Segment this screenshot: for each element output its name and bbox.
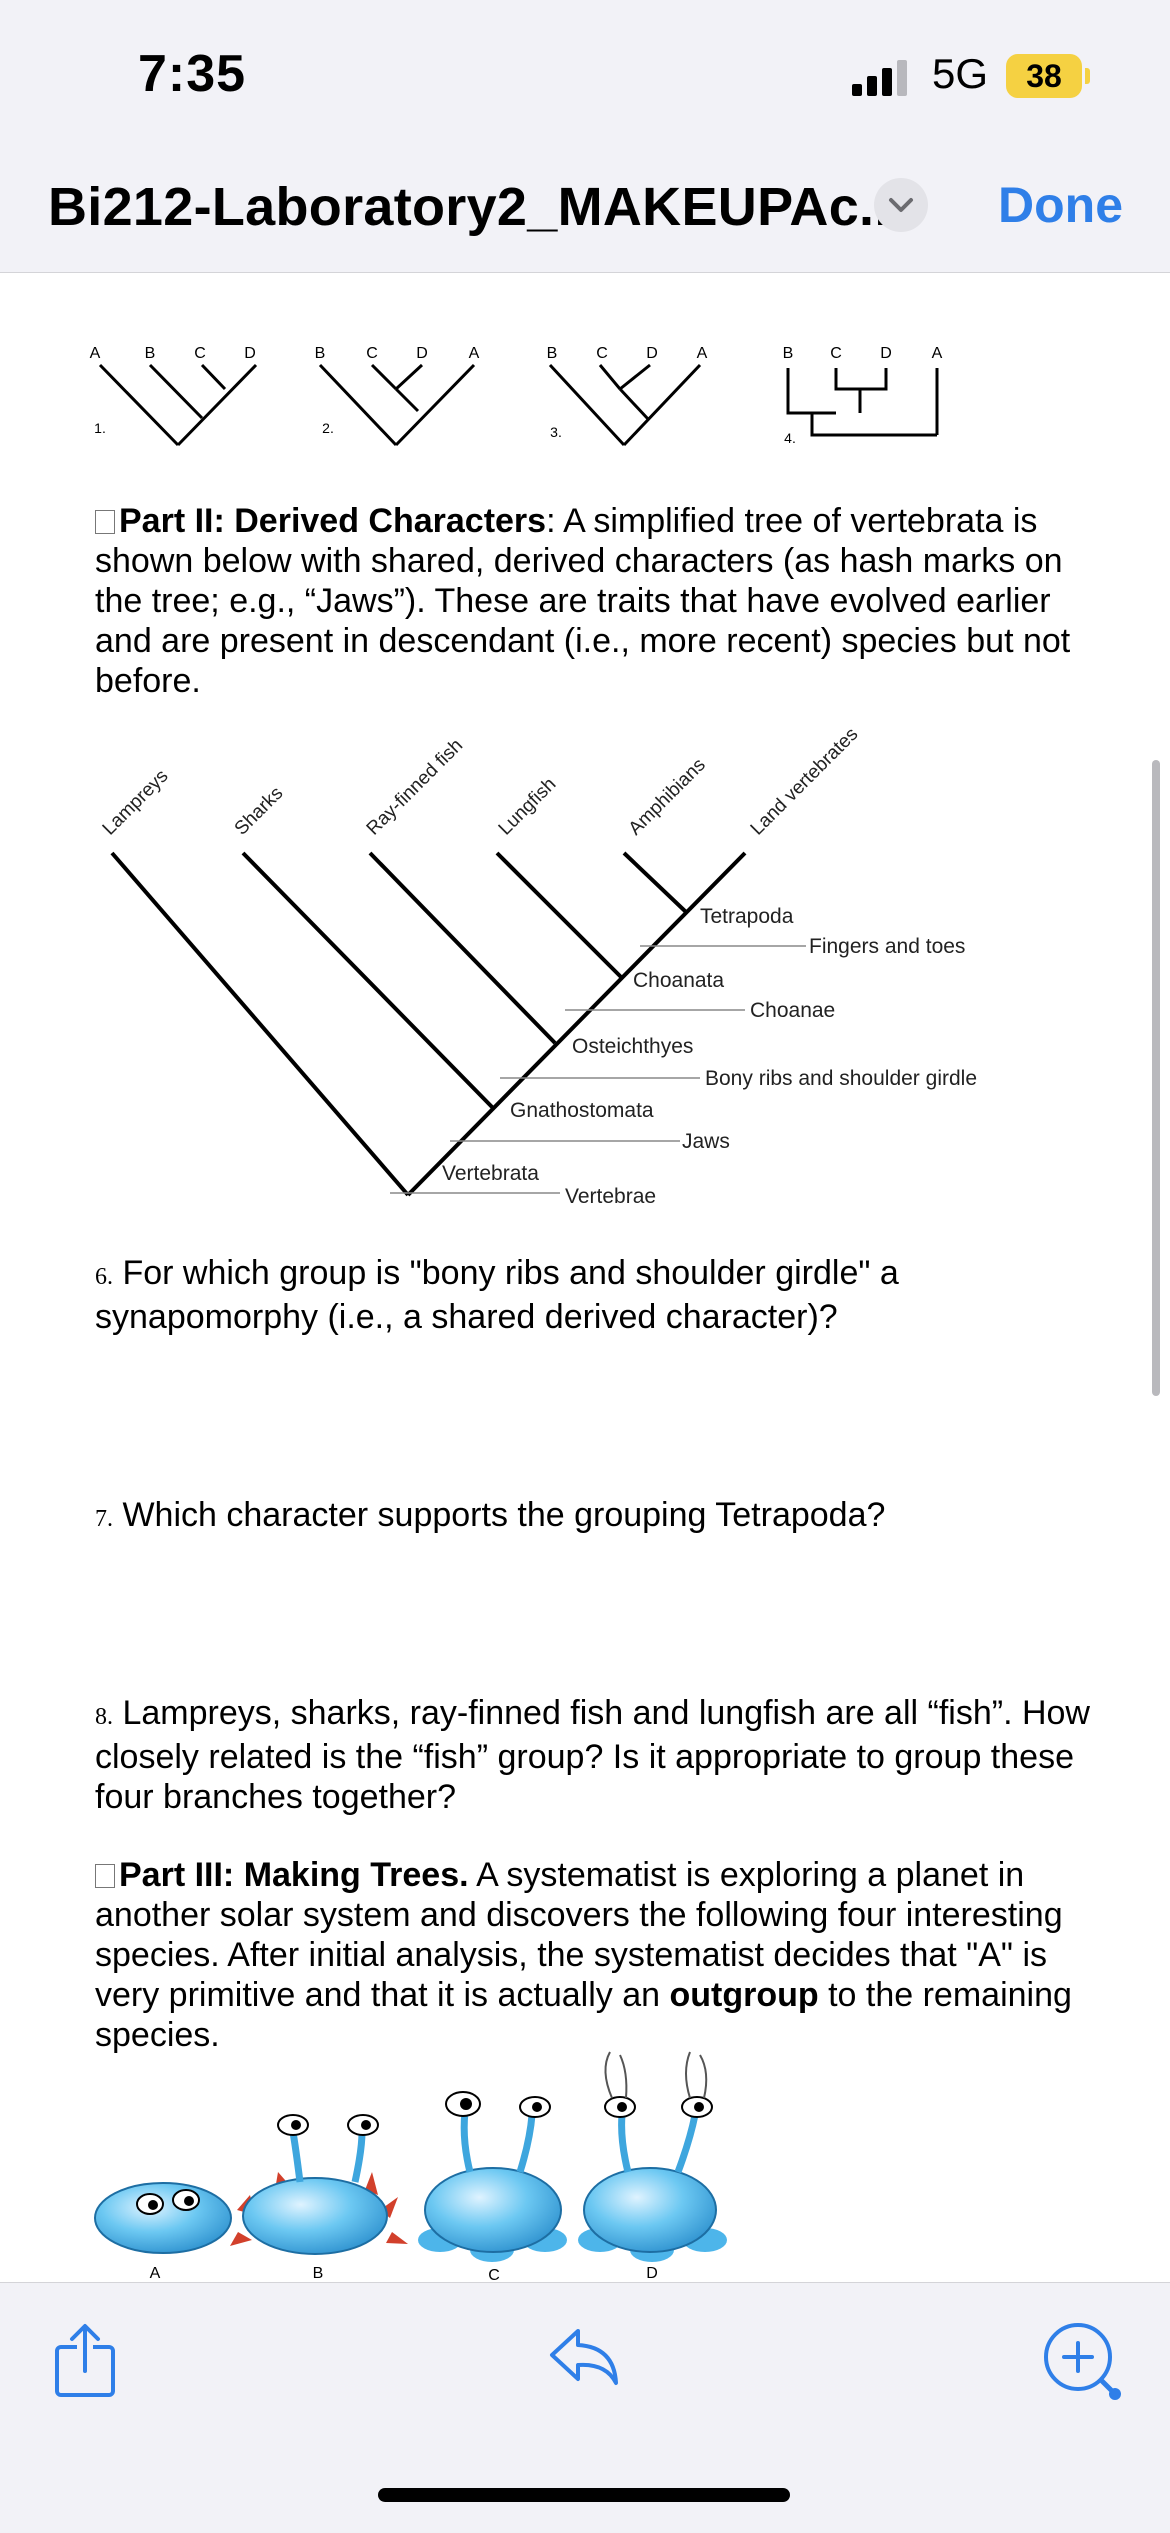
- outgroup-term: outgroup: [669, 1976, 819, 2014]
- battery-icon: 38: [1006, 54, 1082, 98]
- tree3-tip: D: [646, 345, 658, 362]
- scroll-indicator[interactable]: [1152, 760, 1160, 1396]
- taxon-label: Ray-finned fish: [363, 735, 467, 839]
- network-label: 5G: [932, 50, 989, 97]
- document-navbar: Bi212-Laboratory2_MAKEUPAc... Done: [0, 140, 1170, 273]
- character-label: Vertebrae: [565, 1185, 656, 1208]
- tree4-tip: A: [932, 345, 943, 362]
- taxon-label: Amphibians: [625, 754, 710, 839]
- document-page[interactable]: A B C D 1. B C D A 2. B C D A 3. B C D A…: [0, 273, 1170, 2281]
- part2-text: : A simplified tree of vertebrata is sho…: [95, 502, 1071, 700]
- battery-tip: [1085, 68, 1090, 84]
- small-tree-2: [318, 363, 476, 447]
- taxon-label: Lungfish: [495, 774, 561, 840]
- alien-species-figure: A B C D: [94, 2051, 727, 2281]
- character-label: Bony ribs and shoulder girdle: [705, 1067, 977, 1090]
- tree1-tip: B: [145, 345, 156, 362]
- creature-label: C: [488, 2267, 500, 2281]
- tree3-tip: B: [547, 345, 558, 362]
- creature-b: [230, 2114, 408, 2255]
- clade-label: Choanata: [633, 969, 724, 992]
- markup-icon[interactable]: [1040, 2319, 1124, 2403]
- character-hash-lines: [390, 945, 806, 1194]
- part2-paragraph: Part II: Derived Characters: A simplifie…: [95, 501, 1095, 701]
- character-label: Fingers and toes: [809, 935, 965, 958]
- creature-c: [418, 2091, 567, 2262]
- chevron-down-icon: [889, 198, 913, 212]
- tree3-tip: C: [596, 345, 608, 362]
- checkbox-glyph: [95, 510, 115, 534]
- done-button[interactable]: Done: [998, 177, 1123, 233]
- tree1-number: 1.: [94, 420, 106, 436]
- home-indicator[interactable]: [378, 2488, 790, 2502]
- vertebrate-cladogram: Lampreys Sharks Ray-finned fish Lungfish…: [99, 724, 977, 1208]
- tree3-number: 3.: [550, 424, 562, 440]
- clade-label: Osteichthyes: [572, 1035, 693, 1058]
- creature-label: A: [150, 2265, 161, 2281]
- question-8: 8. Lampreys, sharks, ray-finned fish and…: [95, 1693, 1115, 1817]
- taxon-label: Lampreys: [99, 766, 173, 840]
- tree1-tip: D: [244, 345, 256, 362]
- status-bar: 7:35 5G 38: [0, 0, 1170, 140]
- part3-text-end: to the remaining species.: [95, 1976, 1072, 2054]
- creature-d: [578, 2051, 727, 2262]
- part3-paragraph: Part III: Making Trees. A systematist is…: [95, 1855, 1095, 2055]
- tree2-tip: B: [315, 345, 326, 362]
- tree2-tip: A: [469, 345, 480, 362]
- reply-icon[interactable]: [548, 2325, 620, 2389]
- signal-icon: [852, 60, 907, 96]
- taxon-label: Land vertebrates: [747, 724, 863, 840]
- small-tree-4: [786, 368, 939, 437]
- taxon-label: Sharks: [231, 783, 288, 840]
- title-menu-button[interactable]: [874, 178, 928, 232]
- part3-text: A systematist is exploring a planet in a…: [95, 1856, 1063, 2014]
- tree1-tip: C: [194, 345, 206, 362]
- tree3-tip: A: [697, 345, 708, 362]
- question-text: For which group is "bony ribs and should…: [95, 1254, 899, 1336]
- clade-label: Vertebrata: [442, 1162, 539, 1185]
- clade-label: Gnathostomata: [510, 1099, 654, 1122]
- small-tree-3: [548, 363, 702, 447]
- tree1-tip: A: [90, 345, 101, 362]
- question-number: 7.: [95, 1506, 113, 1532]
- question-text: Which character supports the grouping Te…: [122, 1496, 886, 1534]
- document-title[interactable]: Bi212-Laboratory2_MAKEUPAc...: [48, 177, 905, 237]
- question-6: 6. For which group is "bony ribs and sho…: [95, 1253, 1115, 1337]
- question-text: Lampreys, sharks, ray-finned fish and lu…: [95, 1694, 1090, 1816]
- checkbox-glyph: [95, 1864, 115, 1888]
- tree4-number: 4.: [784, 430, 796, 446]
- cladogram-branches: [110, 851, 747, 1197]
- tree2-number: 2.: [322, 420, 334, 436]
- tree4-tip: B: [783, 345, 794, 362]
- small-trees-figure: A B C D 1. B C D A 2. B C D A 3. B C D A…: [90, 345, 943, 447]
- tree4-tip: C: [830, 345, 842, 362]
- question-number: 6.: [95, 1264, 113, 1290]
- share-icon[interactable]: [52, 2323, 118, 2399]
- creature-label: D: [646, 2265, 658, 2281]
- clock: 7:35: [138, 45, 247, 103]
- small-tree-1: [98, 363, 258, 447]
- question-7: 7. Which character supports the grouping…: [95, 1495, 1115, 1539]
- creature-a: [94, 2182, 232, 2254]
- tree4-tip: D: [880, 345, 892, 362]
- question-number: 8.: [95, 1704, 113, 1730]
- character-label: Choanae: [750, 999, 835, 1022]
- part3-heading: Part III: Making Trees.: [119, 1856, 469, 1894]
- clade-label: Tetrapoda: [700, 905, 794, 928]
- part2-heading: Part II: Derived Characters: [119, 502, 547, 540]
- creature-label: B: [313, 2265, 324, 2281]
- tree2-tip: C: [366, 345, 378, 362]
- character-label: Jaws: [682, 1130, 730, 1153]
- tree2-tip: D: [416, 345, 428, 362]
